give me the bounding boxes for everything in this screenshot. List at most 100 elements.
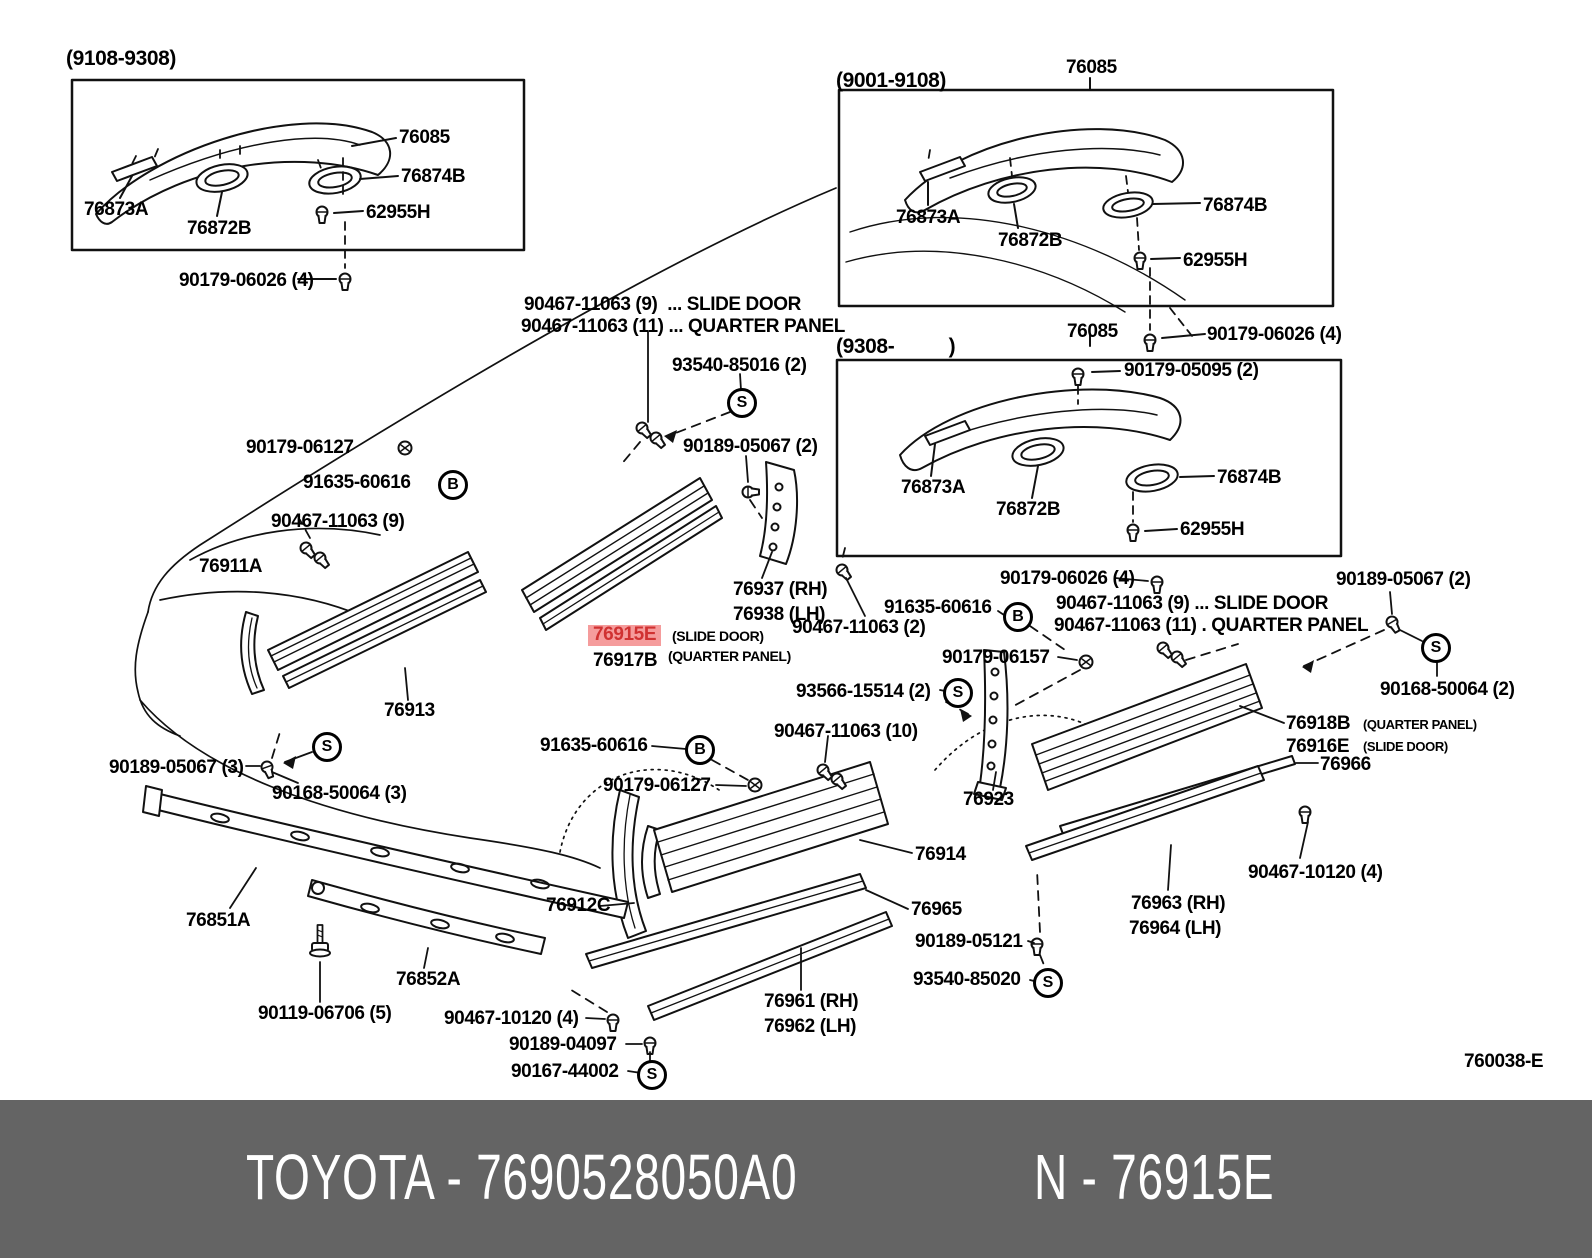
- part-label: 90467-10120 (4): [444, 1008, 579, 1029]
- part-label: 90168-50064 (3): [272, 783, 407, 804]
- part-label: 90467-11063 (9) ... SLIDE DOOR: [524, 294, 801, 315]
- part-label: 76912C: [546, 895, 611, 916]
- part-label: (SLIDE DOOR): [672, 628, 764, 644]
- part-label: 76872B: [187, 218, 252, 239]
- strip-76965: [585, 873, 867, 969]
- panel-76918B: [1031, 663, 1263, 791]
- circled-letter-s: S: [1033, 968, 1063, 998]
- part-label: 90189-05067 (2): [683, 436, 818, 457]
- part-label: 76938 (LH): [733, 604, 826, 625]
- part-label: 76873A: [901, 477, 966, 498]
- banner-reference-number: N - 76915E: [1034, 1141, 1275, 1213]
- part-label: 76085: [399, 127, 450, 148]
- part-label: 76873A: [896, 207, 961, 228]
- part-label: 90467-10120 (4): [1248, 862, 1383, 883]
- moulding-76913: [267, 551, 487, 689]
- part-label: 90467-11063 (10): [774, 721, 918, 742]
- circled-letter-b: B: [438, 470, 468, 500]
- part-label: 90179-06127: [603, 775, 711, 796]
- part-label: 76914: [915, 844, 966, 865]
- leader-lines: [229, 331, 1438, 1074]
- part-label: 90467-11063 (9) ... SLIDE DOOR: [1056, 593, 1329, 614]
- part-label: 76961 (RH): [764, 991, 859, 1012]
- part-label: 76962 (LH): [764, 1016, 857, 1037]
- part-label: 90467-11063 (9): [271, 511, 405, 532]
- part-label: (9108-9308): [66, 47, 177, 70]
- part-label: 76916E: [1286, 736, 1350, 757]
- part-label: (QUARTER PANEL): [1363, 717, 1477, 732]
- highlighted-part-label: 76915E: [588, 625, 662, 646]
- strip-76961: [647, 911, 893, 1021]
- part-label: 91635-60616: [540, 735, 648, 756]
- part-label: 90179-06026 (4): [1207, 324, 1342, 345]
- bracket-76937: [759, 461, 798, 565]
- part-label: 62955H: [1180, 519, 1245, 540]
- part-label: 90189-05121: [915, 931, 1023, 952]
- part-label: 90179-06026 (4): [1000, 568, 1135, 589]
- circled-letter-b: B: [1003, 602, 1033, 632]
- strip-76963: [1025, 765, 1265, 861]
- part-label: 76966: [1320, 754, 1371, 775]
- circled-letter-s: S: [943, 678, 973, 708]
- part-label: (QUARTER PANEL): [668, 648, 791, 664]
- part-label: 76963 (RH): [1131, 893, 1226, 914]
- part-label: 76852A: [396, 969, 461, 990]
- part-label: 91635-60616: [303, 472, 411, 493]
- inset-box-9001-9108: [837, 77, 1335, 352]
- part-label: 90168-50064 (2): [1380, 679, 1515, 700]
- part-label: 76911A: [199, 556, 263, 577]
- part-label: 76085: [1067, 321, 1118, 342]
- part-label: 76872B: [996, 499, 1061, 520]
- spoiler-76851A: [142, 785, 629, 919]
- part-label: 62955H: [366, 202, 431, 223]
- part-label: 90119-06706 (5): [258, 1003, 392, 1024]
- part-label: 93540-85020: [913, 969, 1021, 990]
- inset-box-9308: [835, 358, 1343, 558]
- circled-letter-s: S: [637, 1060, 667, 1090]
- part-label: 90467-11063 (11) ... QUARTER PANEL: [521, 316, 845, 337]
- banner-part-number: TOYOTA - 7690528050A0: [246, 1141, 798, 1213]
- part-label: 90179-05095 (2): [1124, 360, 1259, 381]
- circled-letter-s: S: [727, 388, 757, 418]
- part-label: 76937 (RH): [733, 579, 828, 600]
- part-label: (9001-9108): [836, 69, 947, 92]
- part-label: 760038-E: [1464, 1051, 1544, 1072]
- part-label: 76965: [911, 899, 962, 920]
- spoiler-76852A: [307, 879, 546, 955]
- part-label: 76874B: [1203, 195, 1268, 216]
- part-label: 90189-04097: [509, 1034, 617, 1055]
- part-label: 90179-06026 (4): [179, 270, 314, 291]
- circled-letter-s: S: [1421, 633, 1451, 663]
- part-label: 90189-05067 (3): [109, 757, 244, 778]
- part-label: 76923: [963, 789, 1014, 810]
- part-label: 76872B: [998, 230, 1063, 251]
- part-label: 76085: [1066, 57, 1117, 78]
- part-label: 76964 (LH): [1129, 918, 1222, 939]
- part-label: 76851A: [186, 910, 251, 931]
- moulding-76911A: [240, 611, 265, 695]
- part-label: 76917B: [593, 650, 658, 671]
- panel-76914: [641, 761, 889, 899]
- circled-letter-b: B: [685, 735, 715, 765]
- part-label: 90467-11063 (11) . QUARTER PANEL: [1054, 615, 1369, 636]
- part-label: 90179-06127: [246, 437, 354, 458]
- part-label: 76913: [384, 700, 435, 721]
- part-label: 93566-15514 (2): [796, 681, 931, 702]
- part-label: 90467-11063 (2): [792, 617, 926, 638]
- part-label: 91635-60616: [884, 597, 992, 618]
- bracket-76923: [973, 649, 1009, 801]
- part-label: 90179-06157: [942, 647, 1050, 668]
- part-label: 76918B: [1286, 713, 1351, 734]
- part-label: 90189-05067 (2): [1336, 569, 1471, 590]
- part-number-banner: TOYOTA - 7690528050A0 N - 76915E: [0, 1100, 1592, 1258]
- part-label: (SLIDE DOOR): [1363, 739, 1448, 754]
- part-label: 76873A: [84, 199, 149, 220]
- moulding-76915E-center: [521, 477, 723, 631]
- part-label: 62955H: [1183, 250, 1248, 271]
- part-label: 76874B: [1217, 467, 1282, 488]
- circled-letter-s: S: [312, 732, 342, 762]
- inset-box-9108-9308: [70, 78, 526, 291]
- part-label: (9308- ): [836, 335, 956, 358]
